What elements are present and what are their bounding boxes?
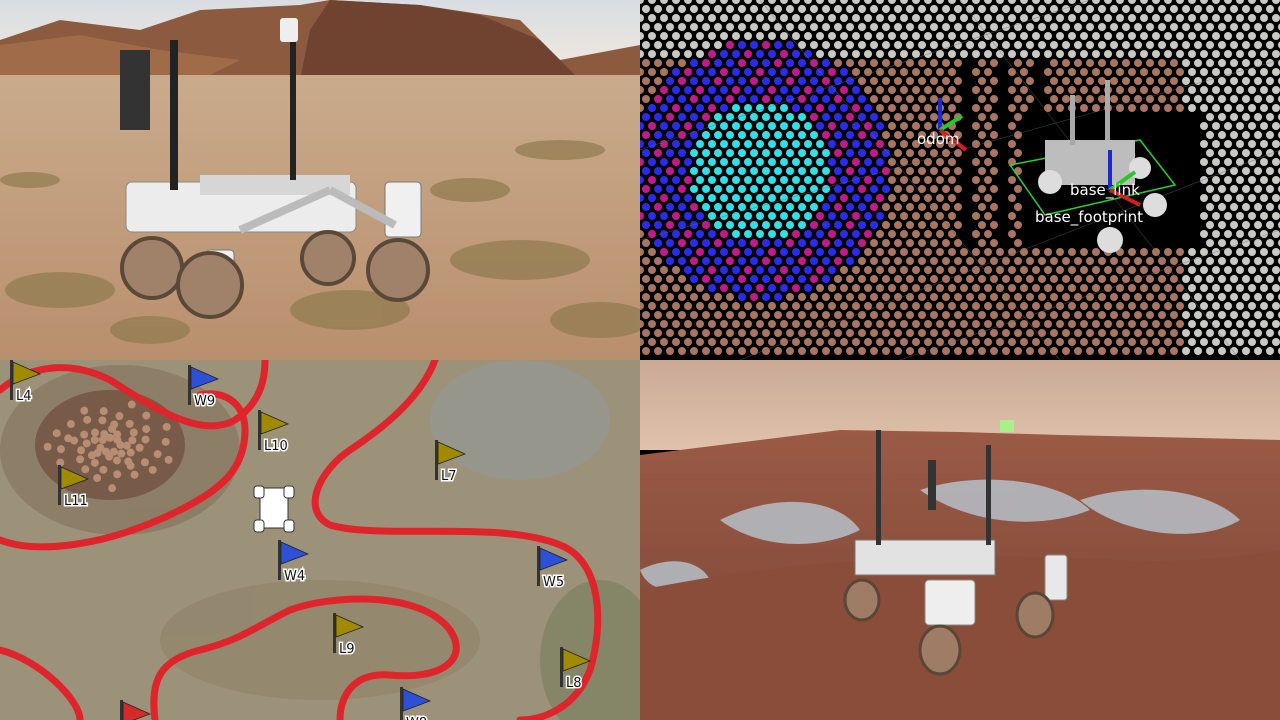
- frame-label-base-link: base_link: [1070, 181, 1140, 200]
- flag-icon: [539, 547, 569, 571]
- simulation-drawing: [640, 360, 1280, 720]
- waypoint-flag-l4[interactable]: L4: [10, 360, 42, 406]
- waypoint-label: L8: [566, 676, 582, 691]
- waypoint-flag-l8[interactable]: L8: [560, 647, 592, 693]
- waypoint-label: L11: [64, 494, 88, 509]
- waypoint-flag-l11[interactable]: L11: [58, 465, 90, 511]
- waypoint-flag-w9[interactable]: W9: [188, 365, 220, 411]
- waypoint-label: L4: [16, 389, 32, 404]
- pointcloud-visualization: odom base_link base_footprint: [640, 0, 1280, 360]
- waypoint-flag-l10[interactable]: L10: [258, 410, 290, 456]
- waypoint-label: W4: [284, 569, 305, 584]
- flag-icon: [12, 361, 42, 385]
- flag-icon: [190, 366, 220, 390]
- waypoint-label: W9: [194, 394, 215, 409]
- waypoint-flag-l9[interactable]: L9: [333, 613, 365, 659]
- rover-field-photo: [0, 0, 640, 360]
- waypoint-label: L9: [339, 642, 355, 657]
- flag-icon: [122, 701, 152, 720]
- waypoint-flag-unlabeled[interactable]: [120, 700, 152, 720]
- rover-illustration: [120, 18, 430, 319]
- waypoint-label: L10: [264, 439, 288, 454]
- flag-icon: [60, 466, 90, 490]
- flag-icon: [280, 541, 310, 565]
- waypoint-label: W8: [406, 716, 427, 720]
- simulated-rover: [843, 420, 1068, 676]
- field-photo-drawing: [0, 0, 640, 360]
- waypoint-label: W5: [543, 575, 564, 590]
- waypoint-label: L7: [441, 469, 457, 484]
- frame-label-odom: odom: [917, 130, 960, 148]
- waypoint-flag-l7[interactable]: L7: [435, 440, 467, 486]
- robot-marker-icon: [253, 485, 295, 533]
- flag-icon: [260, 411, 290, 435]
- pointcloud-drawing: odom base_link base_footprint: [640, 0, 1280, 360]
- odom-axes: [938, 98, 968, 152]
- simulated-mars-terrain: [640, 360, 1280, 720]
- pointcloud-points: [640, 0, 1280, 355]
- waypoint-flag-w8[interactable]: W8: [400, 687, 432, 720]
- flag-icon: [437, 441, 467, 465]
- flag-icon: [335, 614, 365, 638]
- frame-label-base-footprint: base_footprint: [1035, 208, 1143, 227]
- boundary-lines: [0, 360, 602, 720]
- flag-icon: [562, 648, 592, 672]
- rover-model: [1008, 80, 1177, 253]
- waypoint-flag-w5[interactable]: W5: [537, 546, 569, 592]
- waypoint-flag-w4[interactable]: W4: [278, 540, 310, 586]
- flag-icon: [402, 688, 432, 712]
